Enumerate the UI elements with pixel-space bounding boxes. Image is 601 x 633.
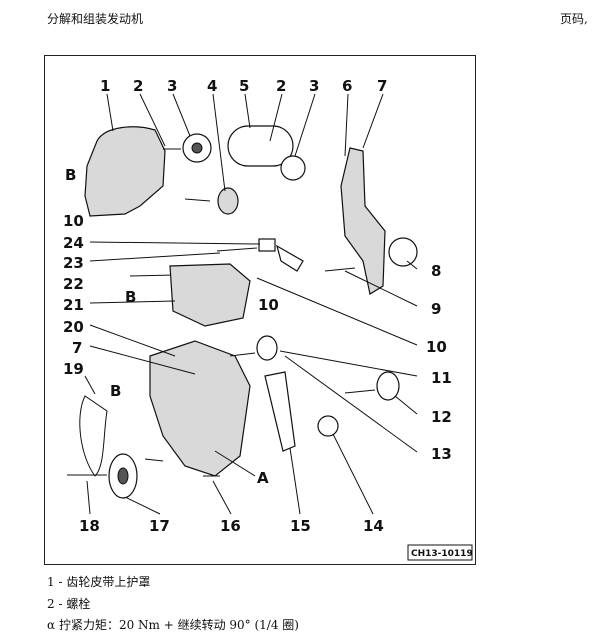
leader-13 <box>284 355 418 453</box>
label-A: A <box>257 469 269 487</box>
label-4: 4 <box>207 77 217 95</box>
leader-1 <box>106 93 114 132</box>
label-12: 12 <box>431 408 452 426</box>
label-19: 19 <box>63 360 84 378</box>
legend-item-marker: α <box>47 618 56 632</box>
leader-12 <box>394 395 418 415</box>
label-15: 15 <box>290 517 311 535</box>
leader-18 <box>86 480 91 515</box>
figure-code-box <box>407 544 473 561</box>
leader-5 <box>244 93 251 129</box>
label-23: 23 <box>63 254 84 272</box>
label-9: 9 <box>431 300 441 318</box>
leader-23 <box>89 252 221 262</box>
bolt-16a <box>144 458 164 462</box>
leader-6 <box>344 93 349 157</box>
label-10-top: 10 <box>63 212 84 230</box>
crankshaft-sprocket <box>317 415 339 437</box>
timing-belt-upper <box>227 125 294 167</box>
legend-item-text: 螺栓 <box>66 597 91 611</box>
timing-belt-lower <box>264 371 296 452</box>
label-3b: 3 <box>309 77 319 95</box>
page-number-label: 页码, <box>560 12 588 26</box>
bolt-22 <box>129 274 176 277</box>
legend-item-text: 齿轮皮带上护罩 <box>66 575 151 589</box>
bolt-10-lower <box>229 352 256 357</box>
legend-item-torque: α 拧紧力矩：20 Nm + 继续转动 90° (1/4 圈) <box>47 616 299 633</box>
lower-belt-cover <box>149 340 251 477</box>
legend-item-1: 1 - 齿轮皮带上护罩 <box>47 573 150 590</box>
bolt-9 <box>324 267 356 272</box>
label-16: 16 <box>220 517 241 535</box>
idler-bracket <box>258 238 276 252</box>
label-8: 8 <box>431 262 441 280</box>
leader-14 <box>332 433 374 515</box>
leader-11 <box>279 350 418 377</box>
label-B-mid: B <box>125 288 136 306</box>
exploded-view-figure: 1 2 3 4 5 2 3 6 7 B 10 24 23 22 21 B 8 9… <box>44 55 476 565</box>
leader-10a <box>256 277 418 346</box>
label-24: 24 <box>63 234 84 252</box>
bolt-23 <box>216 247 258 252</box>
leader-2 <box>139 93 166 147</box>
leader-9 <box>344 270 418 307</box>
legend-item-number: 1 - <box>47 575 63 589</box>
page-header-title: 分解和组装发动机 <box>47 12 144 26</box>
leader-8 <box>406 260 418 270</box>
vibration-damper-hub <box>117 467 129 485</box>
label-B-top: B <box>65 166 76 184</box>
v-belt <box>79 395 108 477</box>
figure-code: CH13-10119 <box>411 549 473 559</box>
label-11: 11 <box>431 369 452 387</box>
leader-4 <box>212 93 226 192</box>
label-20: 20 <box>63 318 84 336</box>
engine-timing-belt-diagram: 1 2 3 4 5 2 3 6 7 B 10 24 23 22 21 B 8 9… <box>63 77 473 561</box>
idler-lever <box>276 244 304 272</box>
leader-7b <box>89 345 196 375</box>
leader-19 <box>84 375 96 395</box>
leader-16 <box>212 480 232 515</box>
leader-3b <box>294 93 316 157</box>
leader-17 <box>126 497 161 515</box>
leader-3 <box>172 93 191 137</box>
legend-item-number: 2 - <box>47 597 63 611</box>
water-pump <box>388 237 418 267</box>
tensioner-pulley <box>256 335 278 361</box>
upper-belt-cover <box>84 126 166 217</box>
label-13: 13 <box>431 445 452 463</box>
label-2: 2 <box>133 77 143 95</box>
rear-belt-cover <box>340 147 386 295</box>
label-10-right: 10 <box>426 338 447 356</box>
label-18: 18 <box>79 517 100 535</box>
leader-21 <box>89 300 176 304</box>
label-5: 5 <box>239 77 249 95</box>
label-21: 21 <box>63 296 84 314</box>
camshaft-sprocket-hub <box>191 142 203 154</box>
label-7-mid: 7 <box>72 339 82 357</box>
label-3: 3 <box>167 77 177 95</box>
tensioner-roller <box>217 187 239 215</box>
leader-A <box>214 450 256 477</box>
bolt-10-upper <box>184 198 211 202</box>
label-2b: 2 <box>276 77 286 95</box>
label-6: 6 <box>342 77 352 95</box>
label-22: 22 <box>63 275 84 293</box>
leader-20 <box>89 324 176 357</box>
label-14: 14 <box>363 517 384 535</box>
label-17: 17 <box>149 517 170 535</box>
label-1: 1 <box>100 77 110 95</box>
idler-bolt <box>344 389 376 394</box>
legend-item-2: 2 - 螺栓 <box>47 595 90 612</box>
idler-pulley <box>376 371 400 401</box>
sprocket-right <box>280 155 306 181</box>
label-7: 7 <box>377 77 387 95</box>
label-B-low: B <box>110 382 121 400</box>
leader-15 <box>289 447 301 515</box>
leader-24 <box>89 241 261 245</box>
engine-bracket <box>169 263 251 327</box>
label-10-mid: 10 <box>258 296 279 314</box>
legend-item-text: 拧紧力矩：20 Nm + 继续转动 90° (1/4 圈) <box>58 618 299 632</box>
leader-7 <box>362 93 384 149</box>
leader-2b <box>269 93 283 142</box>
